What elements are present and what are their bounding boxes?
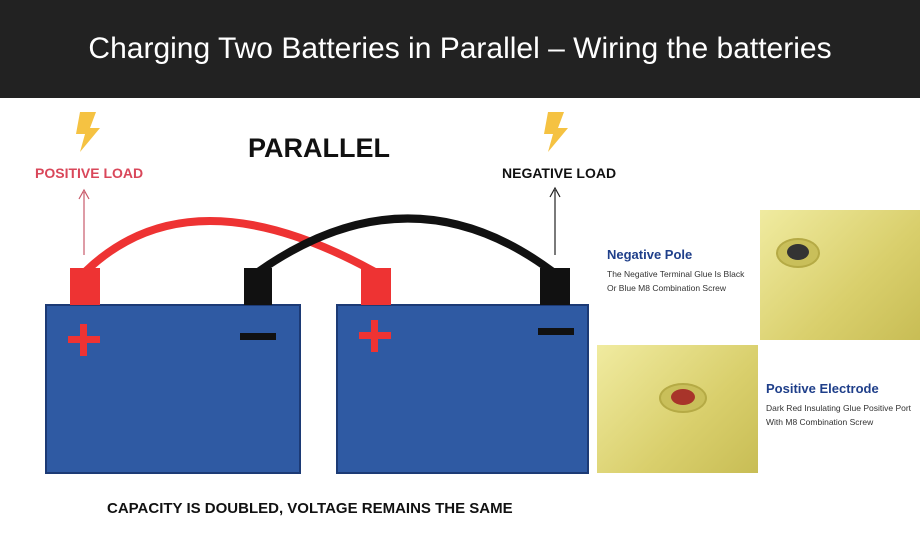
positive-electrode-desc-2: With M8 Combination Screw [766, 417, 874, 427]
diagram-caption: CAPACITY IS DOUBLED, VOLTAGE REMAINS THE… [107, 500, 513, 517]
plus-icon-left [68, 324, 100, 356]
negative-terminal-right [540, 268, 570, 305]
positive-electrode-caption: Positive Electrode Dark Red Insulating G… [766, 381, 911, 429]
negative-load-label: NEGATIVE LOAD [502, 165, 617, 181]
plus-icon-right [359, 320, 391, 352]
slide-title: Charging Two Batteries in Parallel – Wir… [88, 32, 832, 65]
bolt-icon-negative [544, 112, 568, 152]
bolt-icon-positive [76, 112, 100, 152]
negative-pole-desc-2: Or Blue M8 Combination Screw [607, 283, 727, 293]
positive-electrode-photo [597, 345, 758, 473]
positive-load-label: POSITIVE LOAD [35, 165, 144, 181]
negative-terminal-left [244, 268, 272, 305]
positive-load-arrow [78, 188, 90, 255]
positive-terminal-screw-icon [659, 383, 707, 413]
title-banner: Charging Two Batteries in Parallel – Wir… [0, 0, 920, 98]
negative-pole-photo [760, 210, 920, 340]
negative-load-arrow [549, 186, 561, 255]
positive-terminal-right [361, 268, 391, 305]
minus-icon-right [538, 328, 574, 335]
diagram-title: PARALLEL [248, 133, 390, 163]
negative-pole-desc-1: The Negative Terminal Glue Is Black [607, 269, 745, 279]
negative-pole-heading: Negative Pole [607, 247, 693, 262]
parallel-wiring-diagram [45, 112, 589, 474]
positive-electrode-heading: Positive Electrode [766, 381, 879, 396]
black-negative-cable [255, 214, 556, 276]
negative-terminal-screw-icon [776, 238, 820, 268]
positive-terminal-left [70, 268, 100, 305]
positive-electrode-desc-1: Dark Red Insulating Glue Positive Port [766, 403, 912, 413]
red-positive-cable [82, 217, 377, 276]
minus-icon-left [240, 333, 276, 340]
negative-pole-caption: Negative Pole The Negative Terminal Glue… [607, 247, 744, 295]
